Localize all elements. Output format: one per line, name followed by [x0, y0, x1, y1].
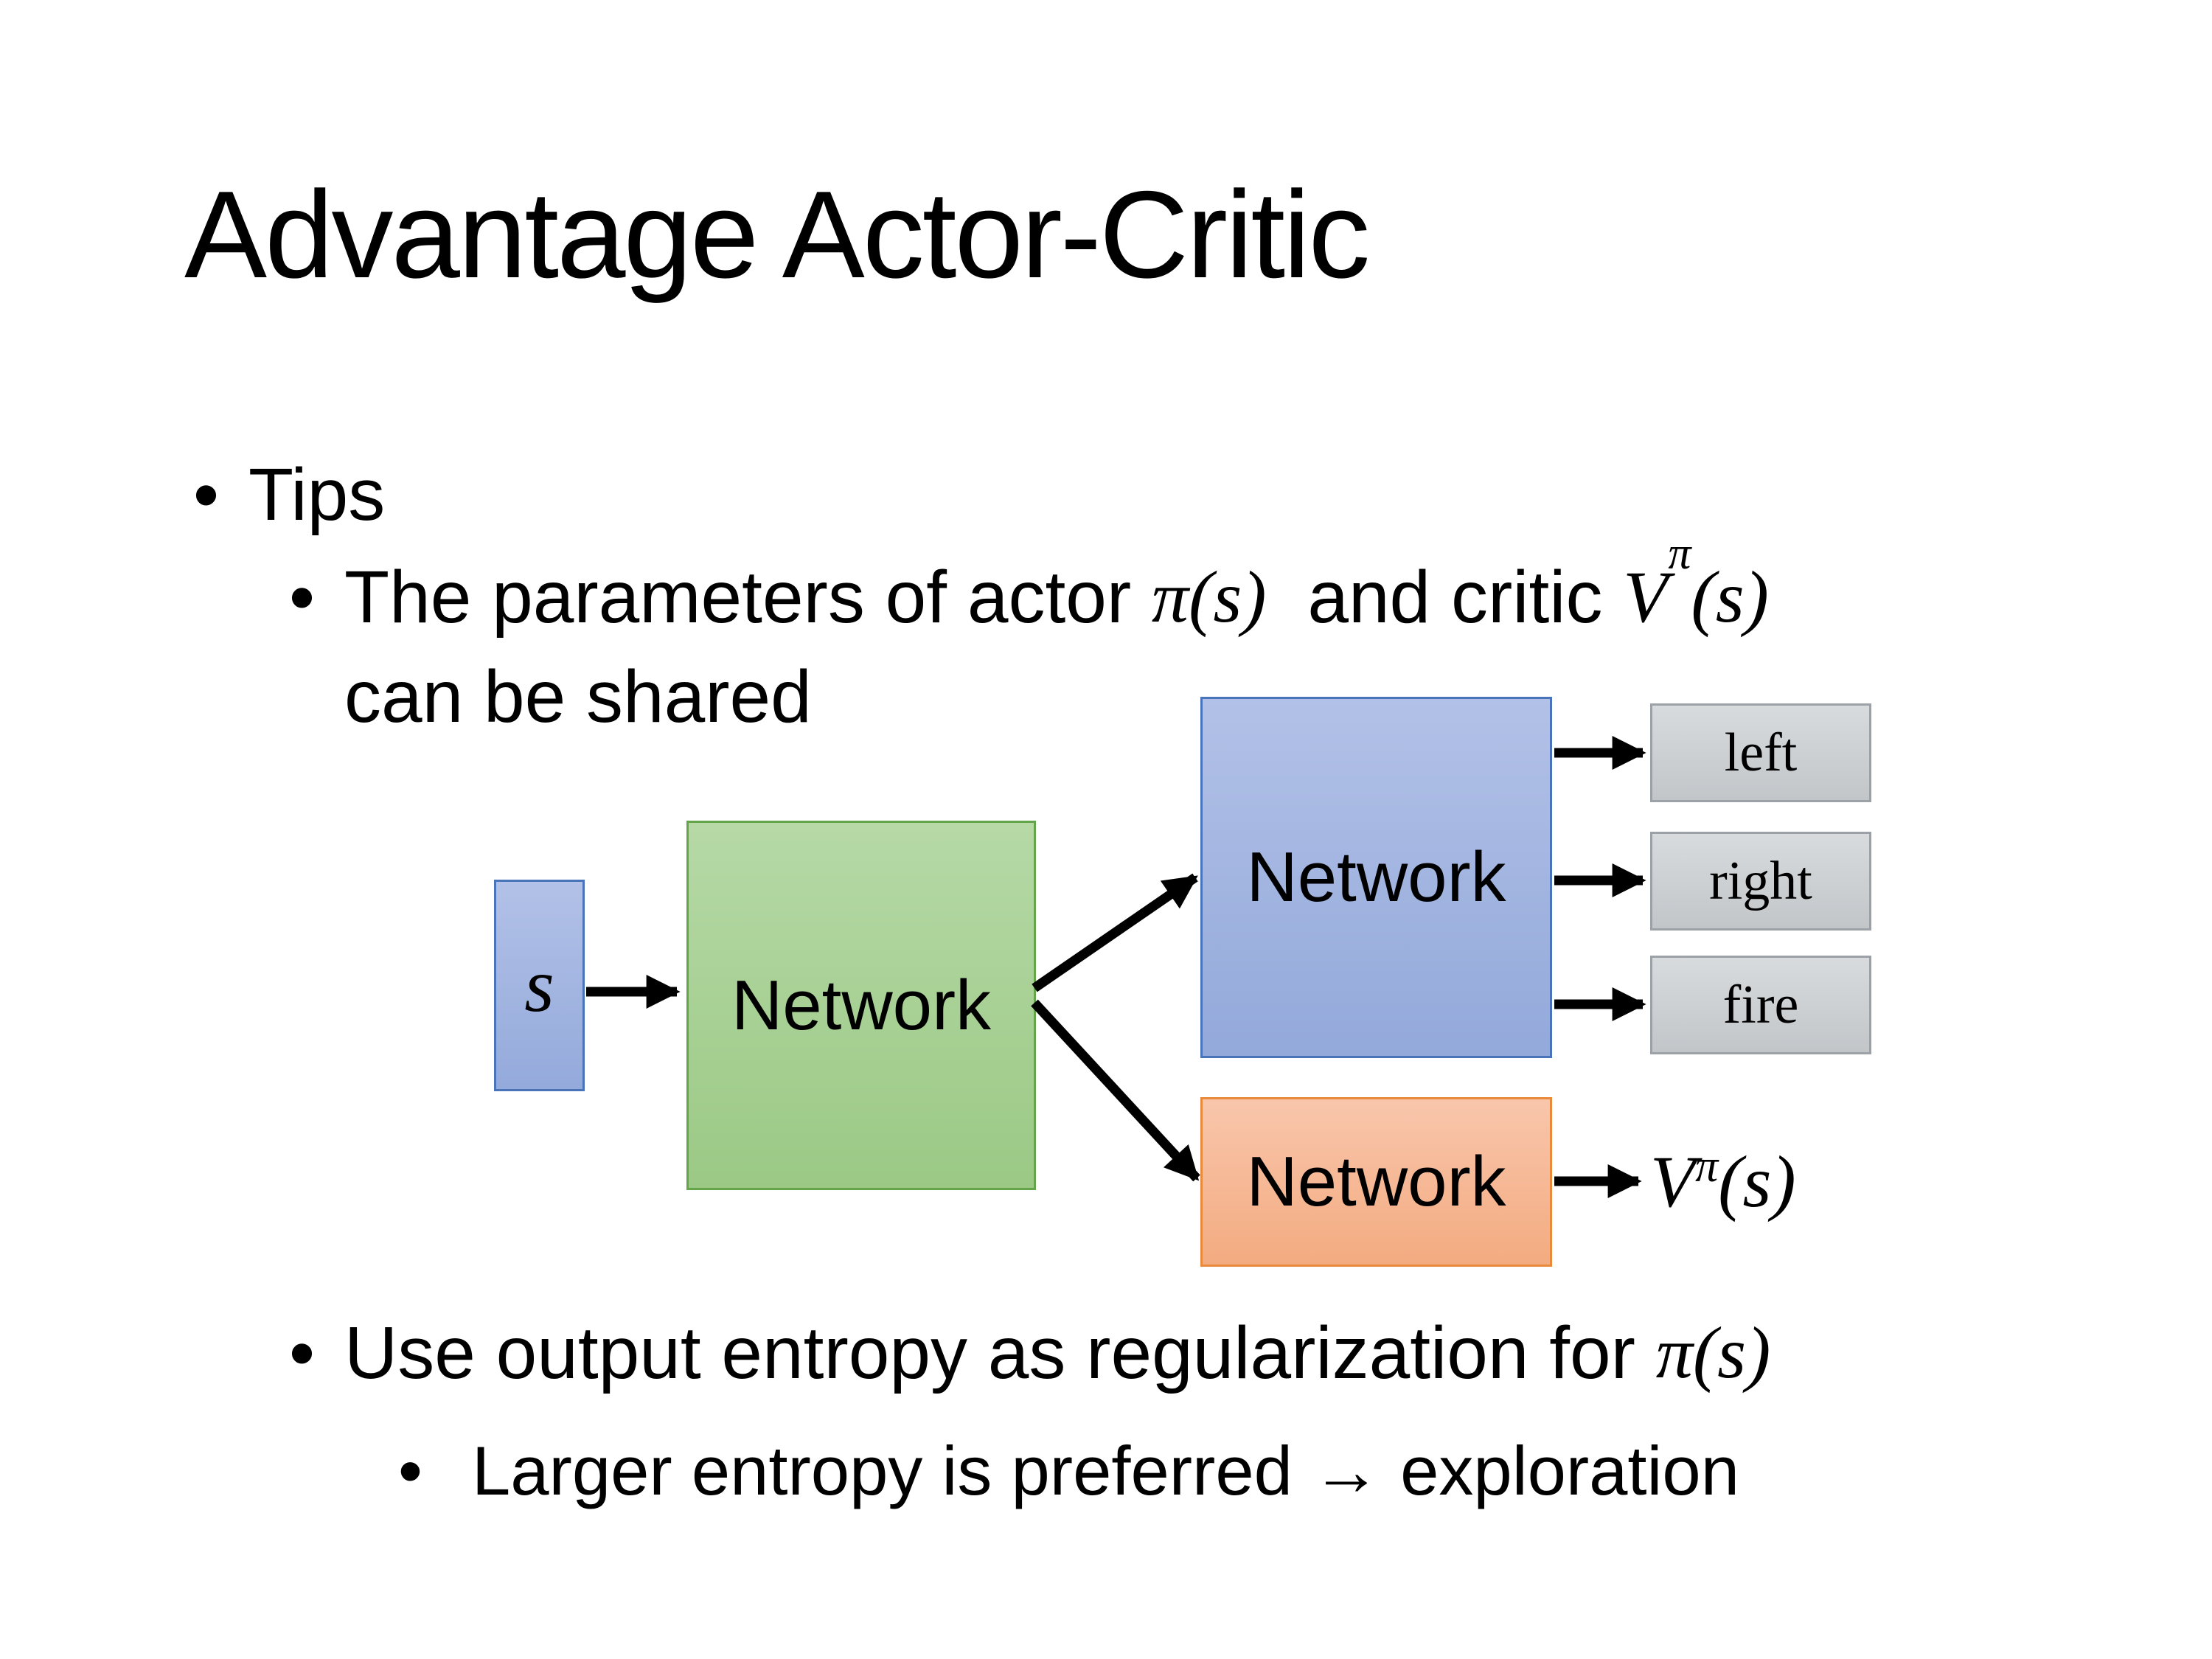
- arrow-shared-to-actor-icon: [1032, 873, 1198, 992]
- state-input-box: s: [494, 880, 585, 1091]
- arrow-shared-to-critic-icon: [1031, 999, 1200, 1182]
- critic-value-sup: π: [1668, 528, 1691, 579]
- action-label-right: right: [1709, 850, 1812, 911]
- bullet-shared-params: • The parameters of actor π(s) and critic…: [289, 529, 1769, 645]
- state-input-label: s: [524, 943, 554, 1028]
- bullet-shared-params-line2: can be shared: [344, 649, 812, 745]
- action-box-right: right: [1650, 832, 1871, 931]
- actor-network-box: Network: [1200, 697, 1552, 1058]
- critic-network-box: Network: [1200, 1097, 1552, 1267]
- bullet-entropy-regularization: • Use output entropy as regularization fo…: [289, 1305, 1770, 1401]
- critic-output-math: Vπ(s): [1650, 1134, 1796, 1230]
- slide-title: Advantage Actor-Critic: [184, 165, 1370, 304]
- bullet-dot: •: [193, 453, 220, 536]
- critic-output-base: V: [1650, 1141, 1696, 1222]
- action-box-fire: fire: [1650, 956, 1871, 1054]
- critic-output-sup: π: [1695, 1141, 1719, 1192]
- critic-network-label: Network: [1246, 1142, 1506, 1221]
- shared-network-label: Network: [731, 965, 992, 1045]
- shared-network-box: Network: [686, 821, 1036, 1190]
- action-box-left: left: [1650, 703, 1871, 802]
- entropy-pre: Use output entropy as regularization for: [344, 1312, 1656, 1394]
- action-label-fire: fire: [1722, 974, 1799, 1035]
- bullet-dot: •: [398, 1432, 422, 1509]
- bullet-tips: • Tips: [193, 447, 385, 543]
- critic-value-args: (s): [1691, 556, 1769, 638]
- bullet-exploration: • Larger entropy is preferred → explorati…: [398, 1426, 1739, 1516]
- critic-output-args: (s): [1718, 1141, 1796, 1222]
- actor-network-label: Network: [1246, 838, 1506, 917]
- shared-params-line2-text: can be shared: [344, 655, 812, 738]
- bullet-dot: •: [289, 1312, 316, 1394]
- action-label-left: left: [1724, 722, 1798, 783]
- bullet-tips-text: Tips: [248, 453, 386, 536]
- entropy-policy-math: π(s): [1655, 1312, 1771, 1394]
- exploration-text: Larger entropy is preferred → exploratio…: [472, 1432, 1739, 1509]
- actor-policy-math: π(s): [1151, 556, 1267, 638]
- shared-params-pre: The parameters of actor: [344, 556, 1152, 639]
- critic-value-base: V: [1623, 556, 1669, 638]
- bullet-dot: •: [289, 556, 316, 639]
- shared-params-mid: and critic: [1287, 556, 1624, 639]
